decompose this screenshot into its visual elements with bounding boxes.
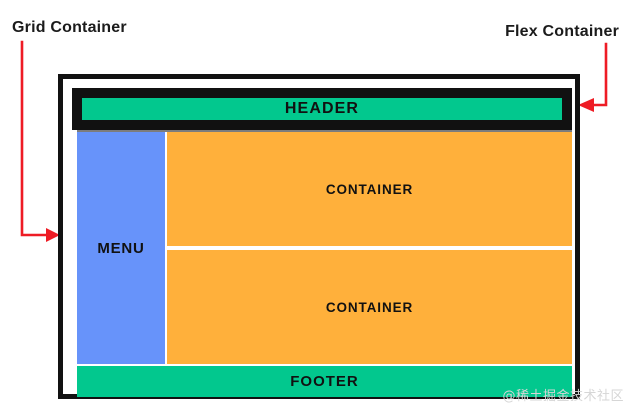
- container-top-label: CONTAINER: [325, 181, 414, 197]
- flex-container-annotation-label: Flex Container: [505, 23, 619, 40]
- footer-region[interactable]: FOOTER: [77, 366, 572, 397]
- footer-label: FOOTER: [290, 373, 359, 390]
- menu-label: MENU: [97, 239, 145, 257]
- flex-container-frame: HEADER: [72, 88, 572, 130]
- grid-container-arrow-icon: [20, 40, 60, 242]
- container-region-bottom[interactable]: CONTAINER: [167, 250, 572, 364]
- menu-region[interactable]: MENU: [77, 132, 165, 364]
- grid-body-row: MENU CONTAINER CONTAINER: [77, 132, 572, 364]
- header-label: HEADER: [284, 100, 360, 117]
- grid-container-inner: HEADER MENU CONTAINER CONTAINER: [66, 82, 572, 397]
- header-seam-divider: [77, 130, 572, 132]
- container-bottom-label: CONTAINER: [325, 299, 414, 315]
- watermark-text: @稀土掘金技术社区: [502, 389, 624, 404]
- header-region[interactable]: HEADER: [82, 98, 562, 120]
- grid-container-annotation-label: Grid Container: [12, 19, 127, 36]
- grid-container-frame: HEADER MENU CONTAINER CONTAINER: [58, 74, 580, 399]
- flex-container-arrow-icon: [578, 42, 608, 112]
- content-column: CONTAINER CONTAINER: [167, 132, 572, 364]
- container-region-top[interactable]: CONTAINER: [167, 132, 572, 246]
